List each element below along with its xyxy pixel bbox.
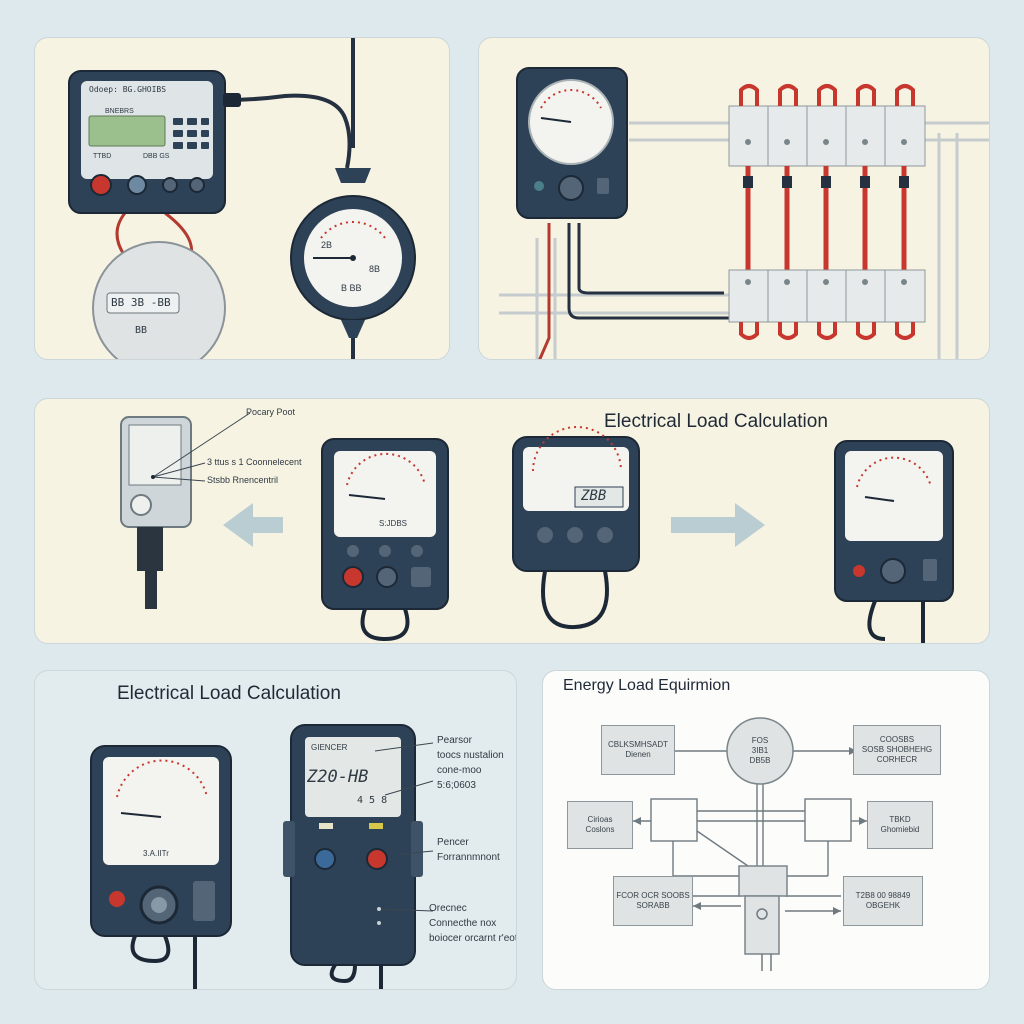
gauge-reading-right: 8B	[369, 264, 381, 274]
lcd-text: BNEBRS	[105, 108, 134, 115]
digital-readout: ZBB	[581, 488, 607, 504]
device-header: GIENCER	[311, 743, 348, 752]
callout-label: Stsbb Rnencentril	[207, 475, 279, 485]
callout-label: Pocary Poot	[246, 407, 296, 417]
bottom-right-box: T2B8 00 98849 OBGEHK	[843, 876, 923, 926]
callout-label: 3 ttus s 1 Coonnelecent	[207, 457, 302, 467]
callout-label: cone-moo	[437, 765, 482, 776]
callout-label: Pencer	[437, 837, 469, 848]
callout-label: Connecthe nox	[429, 918, 497, 929]
gauge-reading-left: 2B	[321, 240, 333, 250]
breaker-wiring-illustration	[499, 67, 989, 359]
device-header-label: Odoep: BG.GHOIBS	[89, 85, 167, 94]
lcd-caption-left: TTBD	[93, 153, 112, 160]
energy-load-connection-lines	[633, 717, 867, 971]
center-node: FOS 3IB1 DB5B	[749, 736, 771, 765]
meter-details-illustration	[90, 724, 434, 989]
panel-load-calculation-devices: Electrical Load Calculation Pocary Poot …	[34, 398, 990, 644]
round-display-value: BB 3B -BB	[111, 296, 171, 309]
panel-breaker-wiring	[478, 37, 990, 360]
meter-caption: 3.A.IITr	[143, 849, 169, 858]
panel-meter-details: Electrical Load Calculation 3.A.IITr GIE…	[34, 670, 517, 990]
mid-left-box: Cirioas Coslons	[567, 801, 633, 849]
digital-sub-value: 4 5 8	[357, 795, 388, 806]
meter-caption: S:JDBS	[379, 519, 408, 528]
panel-energy-load-diagram: Energy Load Equirmion FOS 3IB1 DB5B CBLK…	[542, 670, 990, 990]
gauge-bottom-label: B BB	[341, 283, 362, 293]
energy-load-title: Energy Load Equirmion	[563, 677, 731, 694]
meter-setup-illustration	[68, 38, 416, 359]
callout-label: toocs nustalion	[437, 750, 504, 761]
load-calculation-title: Electrical Load Calculation	[604, 411, 828, 432]
digital-value: Z20-HB	[307, 767, 369, 787]
top-right-box: COOSBS SOSB SHOBHEHG CORHECR	[853, 725, 941, 775]
load-calculation-devices-illustration	[120, 412, 954, 643]
callout-label: boiocer orcarnt r'eot	[429, 933, 517, 944]
panel-meter-setup: Odoep: BG.GHOIBS BNEBRS TTBD DBB GS BB 3…	[34, 37, 450, 360]
round-display-sub: BB	[135, 325, 148, 336]
meter-details-title: Electrical Load Calculation	[117, 683, 341, 704]
callout-label: Orecnec	[429, 903, 467, 914]
mid-right-box: TBKD Ghomiebid	[867, 801, 933, 849]
callout-label: 5:6;0603	[437, 780, 476, 791]
bottom-left-box: FCOR OCR SOOBS SORABB	[613, 876, 693, 926]
callout-label: Pearsor	[437, 735, 473, 746]
callout-label: Forrannmnont	[437, 852, 500, 863]
top-left-box: CBLKSMHSADT Dienen	[601, 725, 675, 775]
lcd-caption-right: DBB GS	[143, 153, 170, 160]
